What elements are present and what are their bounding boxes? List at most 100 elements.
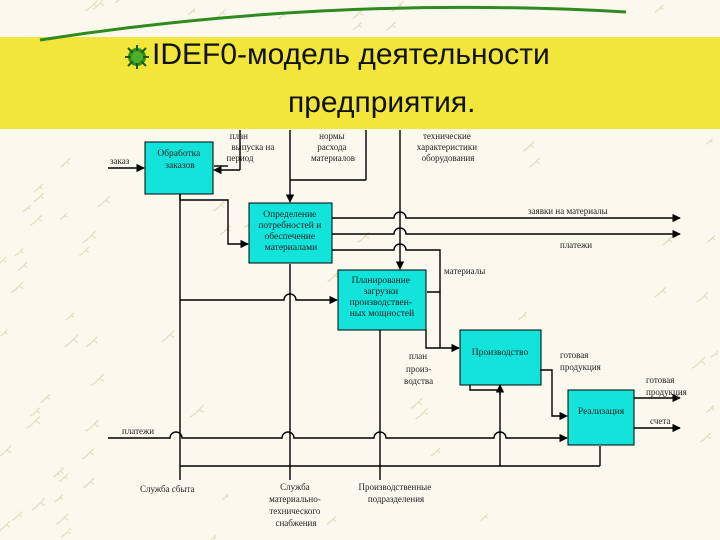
box-planning-line-4: ных мощностей [350, 308, 414, 319]
function-box-production: Производство [459, 329, 542, 386]
label-finished-goods-out-1: готовая [646, 375, 674, 385]
background-glyph [22, 204, 31, 213]
background-glyph [654, 4, 664, 13]
label-payments-out: платежи [560, 240, 592, 250]
function-box-planning: Планирование загрузки производствен- ных… [337, 269, 427, 331]
background-glyph [0, 329, 8, 337]
label-supply-service-1: Служба [280, 482, 310, 492]
label-output-plan-1: план [230, 131, 248, 141]
label-output-plan-2: выпуска на [231, 142, 274, 152]
label-equipment-3: оборудования [422, 153, 475, 163]
label-production-plan-1: план [409, 351, 427, 361]
background-glyph [0, 445, 12, 457]
background-glyph [59, 212, 68, 220]
background-glyph [29, 407, 41, 417]
background-glyph [706, 235, 716, 243]
background-glyph [10, 281, 24, 294]
background-glyph [85, 419, 99, 432]
background-glyph [60, 528, 72, 538]
background-glyph [662, 236, 673, 246]
svg-text:Производственные подразд: Производственные подразделения [359, 482, 434, 504]
background-glyph [0, 520, 11, 531]
box-needs-line-3: обеспечение [265, 231, 316, 242]
background-glyph [90, 373, 105, 387]
function-box-needs: Определение потребностей и обеспечение м… [248, 202, 333, 264]
label-material-norms-1: нормы [319, 131, 344, 141]
svg-text:Определение потребностей: Определение потребностей и обеспечение м… [258, 210, 323, 253]
background-glyph [430, 447, 441, 457]
label-supply-service-3: технического [269, 506, 321, 516]
background-glyph [705, 405, 715, 413]
box-orders-line-1: Обработка [157, 148, 201, 159]
box-production-line-1: Производство [472, 348, 529, 358]
background-glyph [54, 494, 63, 503]
svg-text:Служба материально-: Служба материально- технического снабжен… [269, 482, 323, 528]
label-finished-goods-1: готовая [560, 350, 588, 360]
background-glyph [415, 407, 429, 420]
label-material-norms-3: материалов [311, 153, 355, 163]
background-glyph [40, 393, 51, 404]
background-glyph [699, 432, 712, 443]
background-glyph [14, 248, 24, 257]
label-production-units-2: подразделения [368, 494, 424, 504]
background-glyph [33, 183, 43, 193]
label-finished-goods-2: продукция [560, 362, 601, 372]
box-needs-line-2: потребностей и [258, 220, 321, 231]
background-glyph [85, 0, 98, 12]
label-supply-service-4: снабжения [275, 518, 316, 528]
background-glyph [221, 493, 229, 501]
background-glyph [213, 200, 225, 212]
label-equipment-1: технические [423, 131, 471, 141]
background-glyph [55, 513, 69, 525]
background-glyph [480, 513, 489, 521]
background-glyph [33, 192, 45, 202]
background-glyph [17, 261, 28, 271]
label-finished-goods-out-2: продукция [646, 387, 687, 397]
label-production-units-1: Производственные [359, 482, 432, 492]
label-materials: материалы [444, 266, 485, 276]
background-glyph [65, 312, 75, 321]
diagram-arrows [108, 130, 681, 480]
slide-title-line-2: предприятия. [288, 86, 476, 119]
slide-title-line-1: IDEF0-модель деятельности [152, 38, 550, 71]
svg-text:технические характеристи: технические характеристики оборудования [417, 131, 480, 163]
label-material-norms-2: расхода [317, 142, 346, 152]
label-order: заказ [110, 156, 130, 166]
function-box-sales: Реализация [567, 389, 635, 446]
background-glyph [189, 404, 204, 418]
background-glyph [114, 0, 120, 4]
box-needs-line-4: материалами [265, 243, 317, 253]
label-output-plan-3: период [227, 153, 254, 163]
background-glyph [92, 0, 105, 10]
svg-text:нормы расхода мате: нормы расхода материалов [311, 131, 355, 163]
background-glyph [187, 7, 196, 16]
svg-text:готовая продукция: готовая продукция [560, 350, 601, 372]
background-glyph [53, 470, 61, 478]
background-glyph [518, 311, 528, 320]
background-glyph [79, 246, 90, 256]
svg-text:готовая продукция: готовая продукция [646, 375, 687, 397]
background-glyph [64, 334, 79, 348]
background-glyph [528, 157, 541, 168]
background-glyph [710, 350, 719, 358]
label-equipment-2: характеристики [417, 142, 477, 152]
label-production-plan-2: произ- [406, 364, 431, 374]
box-planning-line-3: производствен- [350, 298, 412, 308]
svg-text:Реализация: Реализация [578, 407, 625, 417]
label-production-plan-3: водства [404, 376, 433, 386]
box-planning-line-1: Планирование [352, 276, 410, 286]
background-glyph [691, 356, 706, 369]
background-glyph [410, 397, 423, 410]
background-glyph [97, 195, 111, 208]
label-material-requests: заявки на материалы [528, 206, 608, 216]
svg-text:Планирование загрузки: Планирование загрузки производствен- ных… [350, 276, 415, 319]
background-glyph [82, 230, 97, 244]
background-glyph [82, 477, 95, 489]
decorative-arc [39, 5, 627, 42]
background-glyph [0, 256, 7, 264]
diagram-labels: заказ план выпуска на период нормы расхо… [110, 131, 687, 528]
bullet-icon [125, 45, 149, 69]
background-glyph [522, 141, 535, 152]
